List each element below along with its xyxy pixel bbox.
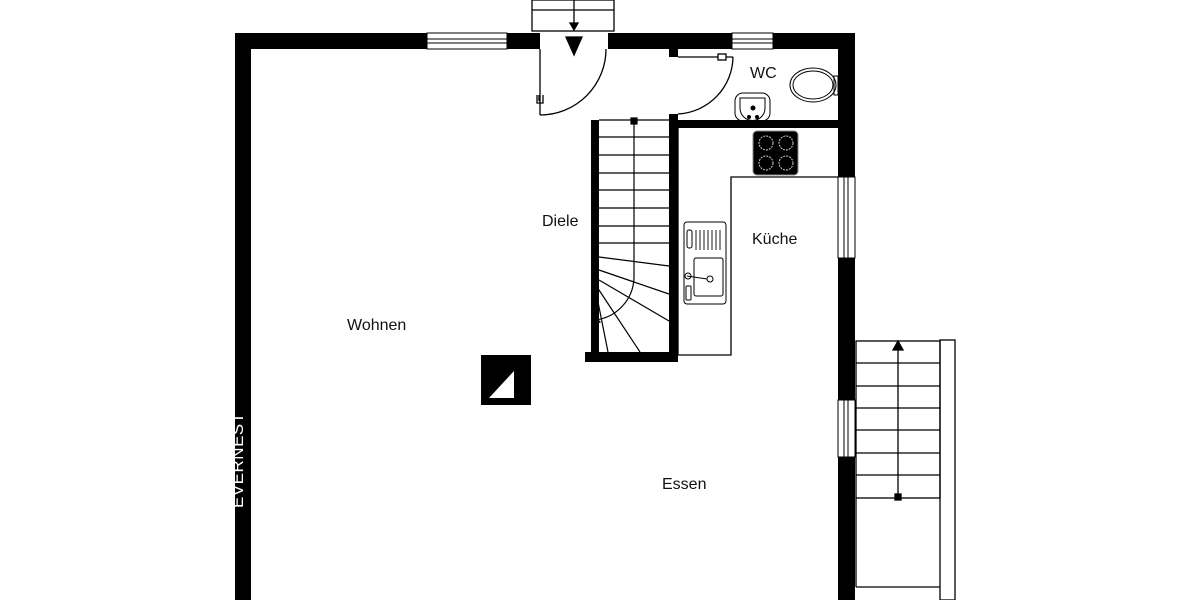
window-right-essen [837,399,856,458]
room-label-kueche: Küche [752,231,798,248]
wc-walls [669,49,838,360]
kitchen-counter [677,128,838,356]
wc-sink-fixture [734,92,771,122]
room-label-essen: Essen [662,476,707,493]
cooktop-fixture [752,130,799,176]
room-label-wohnen: Wohnen [347,317,407,334]
wc-door [677,53,734,115]
staircase-diele [585,117,678,362]
window-right-kitchen [837,176,856,259]
kitchen-sink-fixture [683,221,727,305]
staircase-exterior [855,339,956,600]
room-label-diele: Diele [542,213,579,230]
window-wc [731,32,774,50]
brand-watermark: EVERNEST [228,412,247,508]
toilet-fixture [789,67,839,103]
outer-walls [235,33,855,600]
entrance [531,0,615,116]
window-top-left [426,32,508,50]
chimney-fixture [481,355,531,405]
room-label-wc: WC [750,65,777,82]
